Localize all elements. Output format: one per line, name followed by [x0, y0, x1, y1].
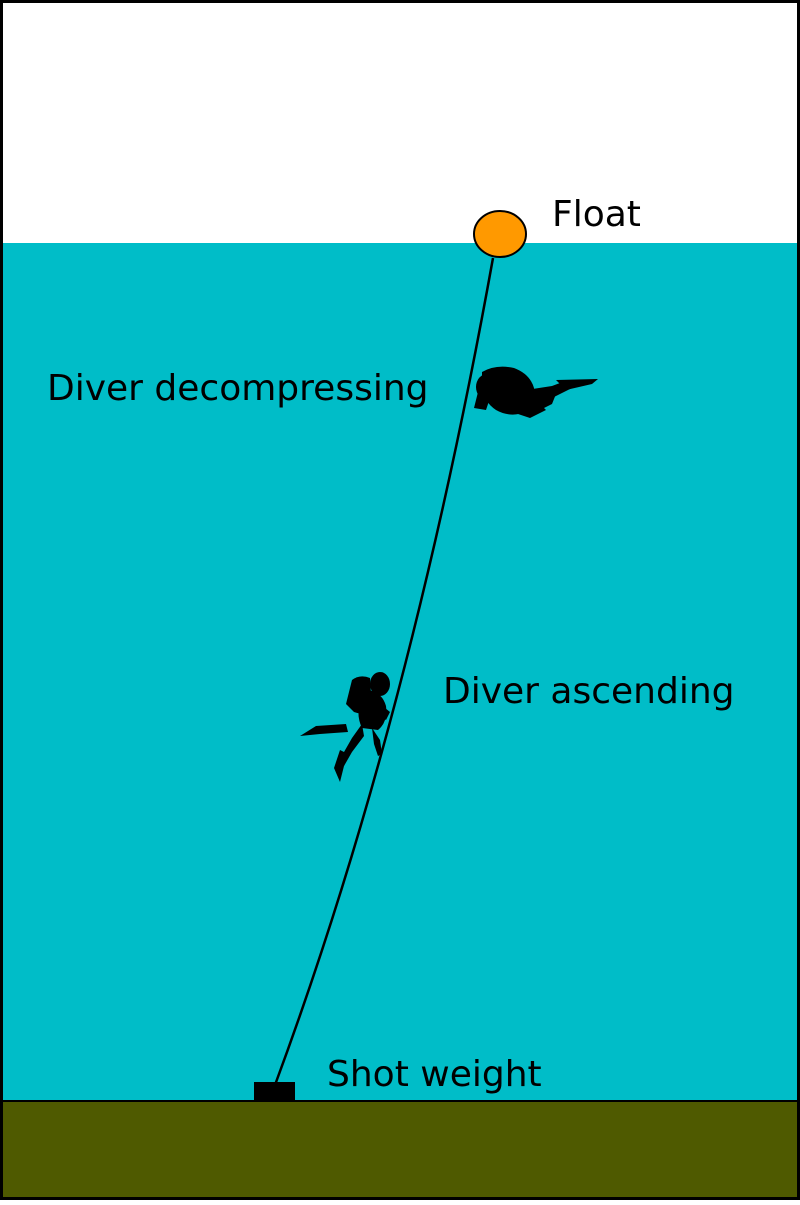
- shot-weight-block-icon: [254, 1082, 295, 1101]
- diver-silhouette-icon: [300, 672, 390, 782]
- shot-weight-label: Shot weight: [327, 1054, 542, 1095]
- diver-silhouette-icon: [474, 366, 598, 418]
- water-region: [0, 243, 800, 1101]
- float-buoy-icon: [473, 210, 527, 258]
- float-label: Float: [552, 194, 641, 235]
- sky-region: [0, 0, 800, 243]
- shot-line-rope: [273, 257, 495, 1086]
- diver-decompressing-label: Diver decompressing: [47, 368, 429, 409]
- seabed-region: [0, 1101, 800, 1200]
- diver-ascending-label: Diver ascending: [443, 671, 735, 712]
